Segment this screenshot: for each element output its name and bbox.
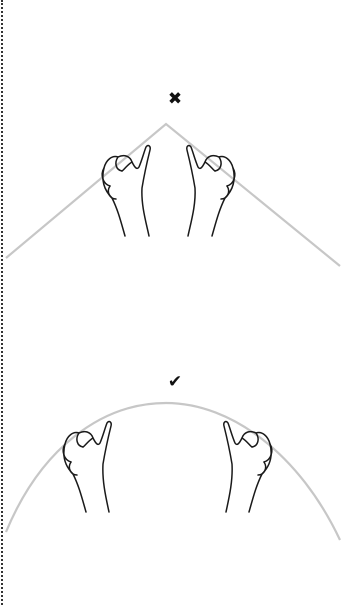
- left-hand-icon: [63, 422, 111, 512]
- smooth-arc-illustration: [0, 300, 350, 600]
- right-hand-icon: [187, 146, 235, 236]
- left-hand-icon: [102, 146, 150, 236]
- check-icon: ✔: [0, 374, 350, 391]
- panel-smooth-arc: ✔: [0, 300, 350, 600]
- panel-sharp-peak: ✖: [0, 0, 350, 300]
- sharp-peak-line: [6, 124, 340, 266]
- cross-icon: ✖: [0, 91, 350, 108]
- smooth-arc-line: [6, 403, 340, 540]
- sharp-peak-illustration: [0, 0, 350, 300]
- right-hand-icon: [224, 422, 272, 512]
